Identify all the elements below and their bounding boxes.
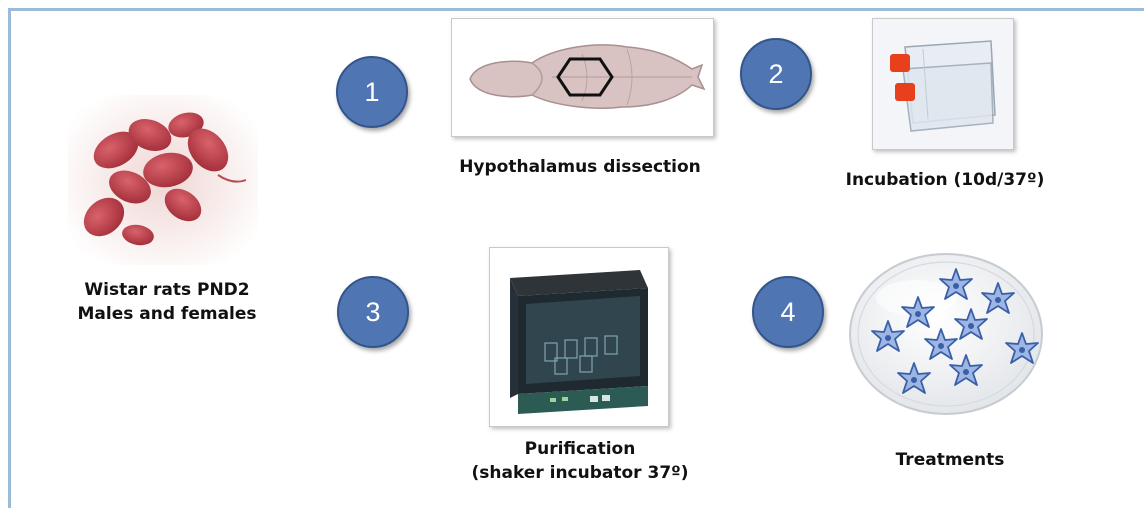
step-3-label-line1: Purification	[455, 437, 705, 461]
culture-flask-icon	[872, 18, 1014, 150]
step-2-circle: 2	[740, 38, 812, 110]
rat-pups-icon	[68, 95, 258, 265]
step-1-circle: 1	[336, 56, 408, 128]
step-4-label: Treatments	[850, 448, 1050, 472]
step-4-circle: 4	[752, 276, 824, 348]
step-2-label: Incubation (10d/37º)	[830, 168, 1060, 192]
step-3-circle: 3	[337, 276, 409, 348]
step-1-label: Hypothalamus dissection	[420, 155, 740, 179]
rat-brain-icon	[451, 18, 714, 137]
step-3-label: Purification (shaker incubator 37º)	[455, 437, 705, 485]
petri-dish-cells-icon	[846, 238, 1046, 428]
step-3-label-line2: (shaker incubator 37º)	[455, 461, 705, 485]
source-label-line2: Males and females	[62, 302, 272, 326]
source-label: Wistar rats PND2 Males and females	[62, 278, 272, 326]
shaker-incubator-icon	[489, 247, 669, 427]
source-label-line1: Wistar rats PND2	[62, 278, 272, 302]
